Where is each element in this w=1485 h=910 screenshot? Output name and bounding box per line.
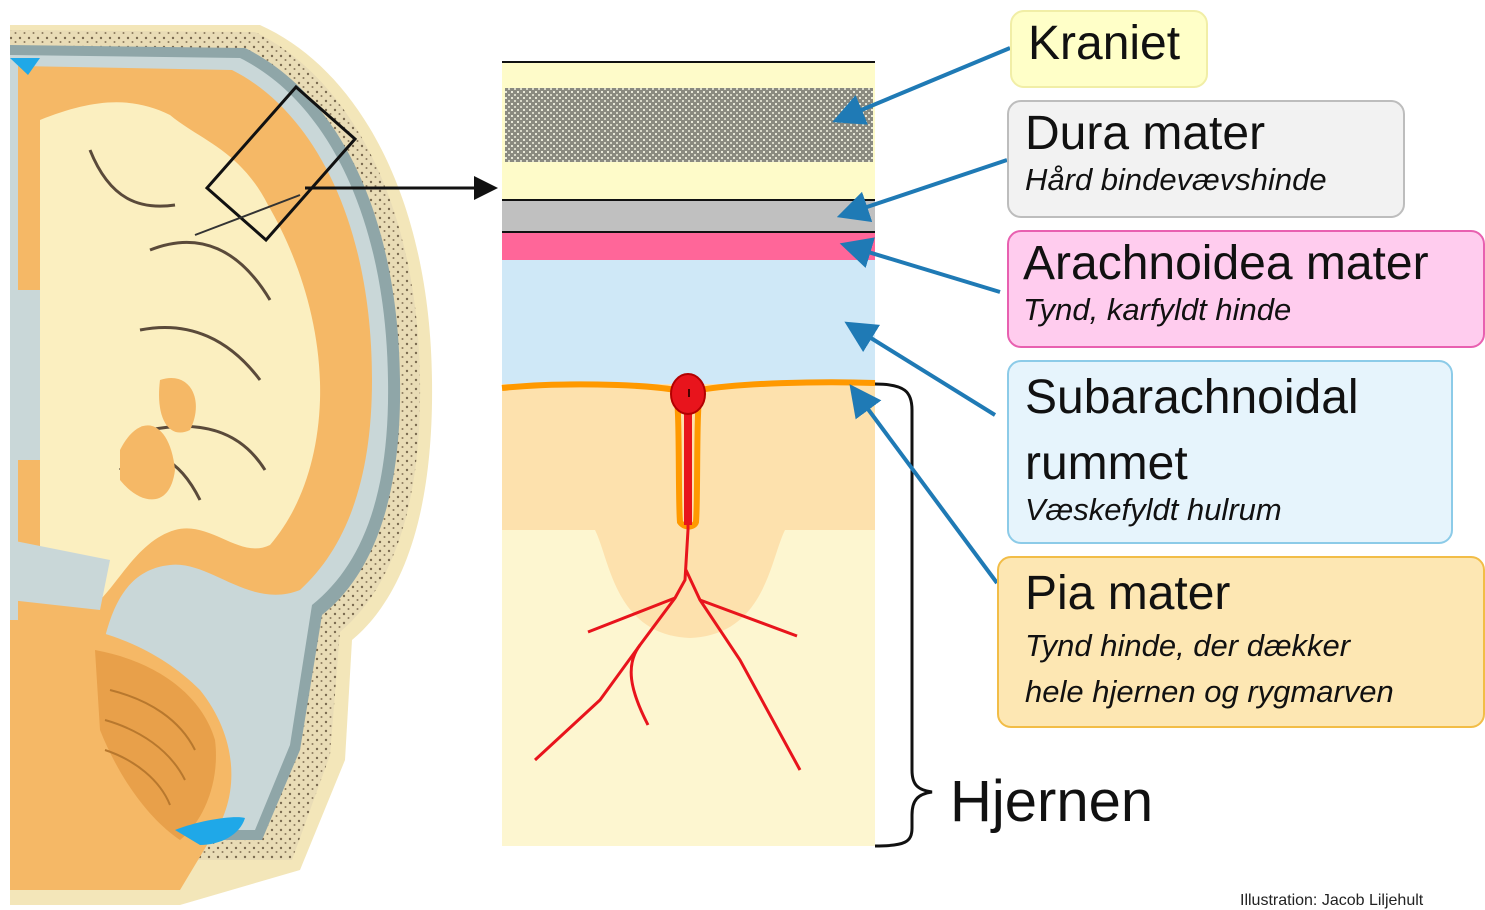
illustration-credit: Illustration: Jacob Liljehult — [1240, 892, 1423, 910]
arrow-arachnoid — [855, 248, 1000, 292]
arachnoid-title: Arachnoidea mater — [1023, 238, 1479, 290]
subarachnoid-title-line2: rummet — [1025, 438, 1437, 490]
label-kraniet: Kraniet — [1010, 10, 1208, 88]
pia-subtitle-line1: Tynd hinde, der dækker — [1015, 626, 1469, 666]
brain-brace — [875, 384, 932, 846]
subarachnoid-subtitle: Væskefyldt hulrum — [1025, 490, 1437, 530]
label-dura-mater: Dura mater Hård bindevævshinde — [1007, 100, 1405, 218]
arrow-dura — [852, 160, 1007, 212]
arachnoid-subtitle: Tynd, karfyldt hinde — [1023, 290, 1479, 330]
arachnoid-layer — [502, 233, 875, 260]
arrow-pia — [859, 397, 997, 583]
label-pia-mater: Pia mater Tynd hinde, der dækker hele hj… — [997, 556, 1485, 728]
brain-label: Hjernen — [950, 768, 1153, 835]
diploe-layer — [505, 88, 873, 162]
pia-title: Pia mater — [1015, 568, 1469, 620]
brain-coronal-section — [10, 25, 432, 905]
dura-layer — [502, 201, 875, 232]
subarachnoid-title-line1: Subarachnoidal — [1025, 372, 1437, 424]
layer-cross-section — [502, 62, 875, 846]
kraniet-title: Kraniet — [1028, 18, 1192, 70]
dura-subtitle: Hård bindevævshinde — [1025, 160, 1389, 200]
arrow-subarachnoid — [858, 330, 995, 415]
label-subarachnoidal-rummet: Subarachnoidal rummet Væskefyldt hulrum — [1007, 360, 1453, 544]
label-arachnoidea-mater: Arachnoidea mater Tynd, karfyldt hinde — [1007, 230, 1485, 348]
pia-subtitle-line2: hele hjernen og rygmarven — [1015, 672, 1469, 712]
subarachnoid-layer — [502, 260, 875, 386]
dura-title: Dura mater — [1025, 108, 1389, 160]
